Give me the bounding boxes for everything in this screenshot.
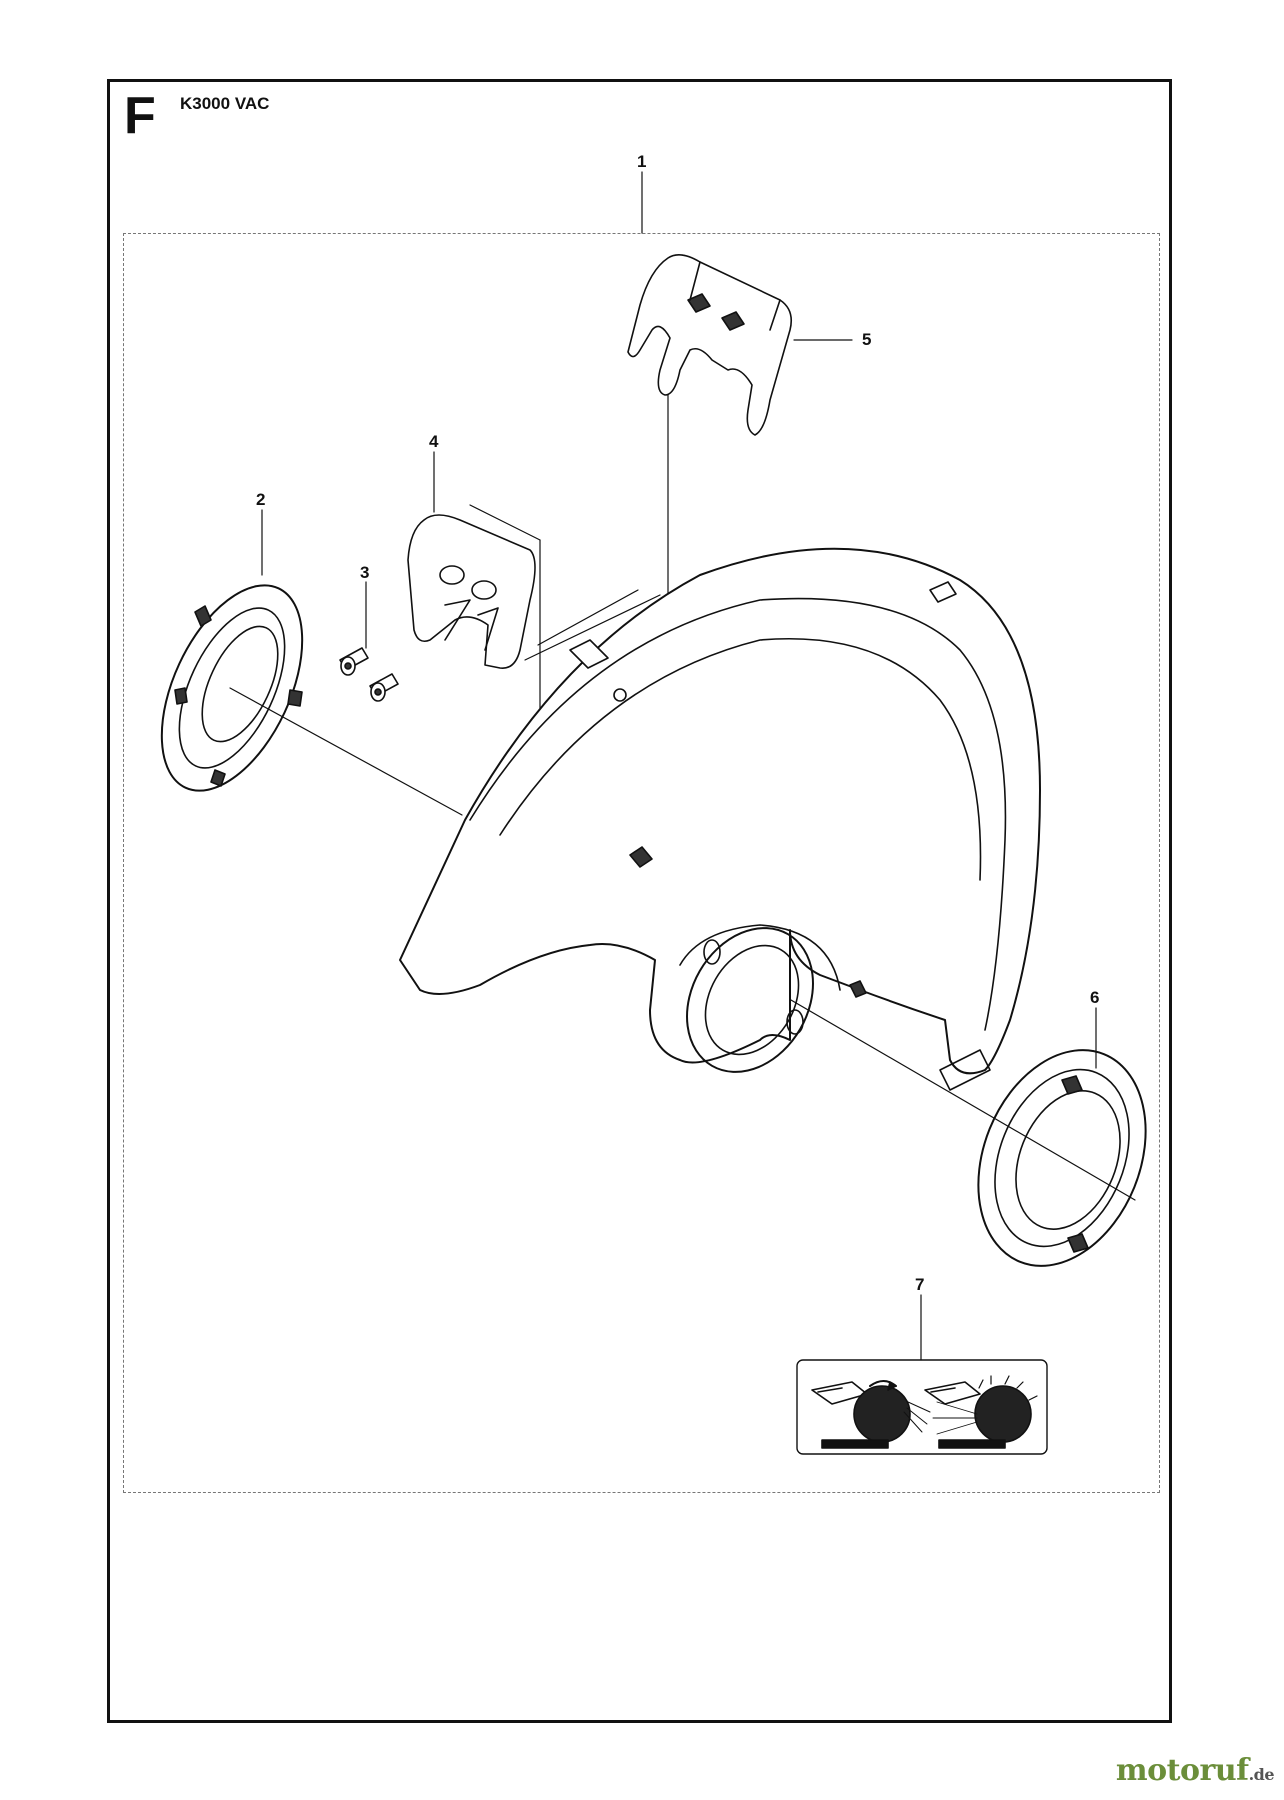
watermark-logo: motoruf.de (1115, 1753, 1275, 1788)
callout-4[interactable]: 4 (429, 432, 439, 451)
callout-1[interactable]: 1 (637, 152, 647, 171)
guard-handle-icon[interactable] (627, 254, 793, 436)
callout-2[interactable]: 2 (256, 490, 266, 509)
page-frame (107, 79, 1172, 1723)
watermark-brand: motoruf (1115, 1753, 1249, 1788)
callout-3[interactable]: 3 (360, 563, 370, 582)
section-letter: F (124, 87, 156, 145)
callout-6[interactable]: 6 (1090, 988, 1100, 1007)
callout-7[interactable]: 7 (915, 1275, 925, 1294)
guard-bracket-icon[interactable] (407, 514, 536, 669)
assembly-boundary (123, 233, 1160, 1493)
bearing-ring-icon[interactable] (948, 1025, 1177, 1291)
watermark-tld: .de (1248, 1765, 1275, 1784)
callout-5[interactable]: 5 (862, 330, 872, 349)
screw-icon[interactable] (339, 647, 399, 702)
guard-ring-icon[interactable] (133, 564, 331, 812)
model-title: K3000 VAC (180, 94, 270, 113)
blade-guard-icon[interactable] (399, 547, 1041, 1095)
warning-decal-icon[interactable] (796, 1359, 1048, 1455)
